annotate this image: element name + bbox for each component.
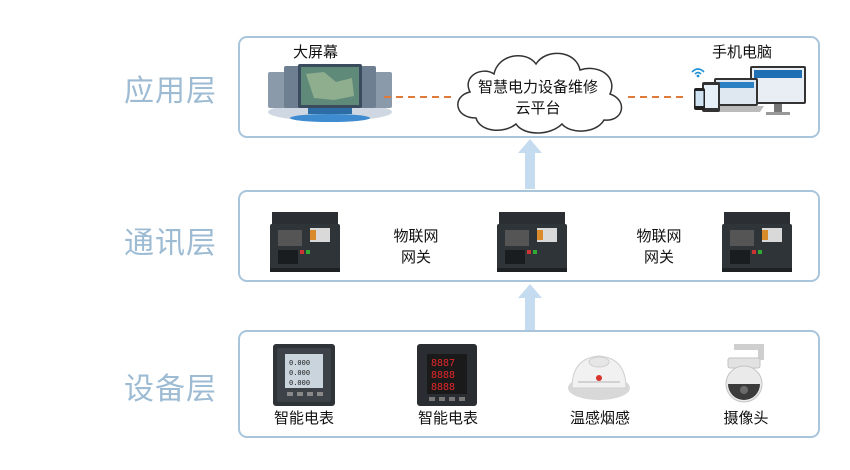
comm-layer-label: 通讯层 <box>124 226 217 261</box>
svg-text:8887: 8887 <box>431 358 455 369</box>
cloud-line-2: 云平台 <box>515 99 561 117</box>
app-layer-label: 应用层 <box>124 74 217 109</box>
svg-text:0.000: 0.000 <box>289 359 310 367</box>
svg-text:8888: 8888 <box>431 370 455 381</box>
arrow-up-icon <box>518 139 542 189</box>
camera-icon <box>725 344 764 403</box>
gateway-1-label: 物联网 网关 <box>384 225 448 267</box>
dashed-connector <box>384 96 454 98</box>
mobile-pc-icon <box>691 66 806 115</box>
big-screen-label: 大屏幕 <box>293 43 339 61</box>
smart-meter-lcd-icon: 0.000 0.000 0.000 <box>273 344 335 406</box>
gateway-device-icon <box>270 212 340 272</box>
smoke-label: 温感烟感 <box>569 409 630 427</box>
arrow-up-icon <box>518 284 542 330</box>
camera-label: 摄像头 <box>723 409 769 427</box>
gateway-1-line-2: 网关 <box>400 248 431 266</box>
big-screen-icon <box>268 64 392 122</box>
dashed-connector <box>628 96 686 98</box>
mobile-pc-label: 手机电脑 <box>712 43 773 61</box>
device-layer-panel <box>238 330 820 438</box>
meter-1-label: 智能电表 <box>273 409 334 427</box>
meter-2-label: 智能电表 <box>417 409 478 427</box>
smoke-detector-icon <box>568 355 630 400</box>
gateway-2-label: 物联网 网关 <box>627 225 691 267</box>
gateway-2-line-2: 网关 <box>643 248 674 266</box>
cloud-line-1: 智慧电力设备维修 <box>477 78 598 96</box>
device-layer-label: 设备层 <box>124 372 217 407</box>
gateway-device-icon <box>722 212 792 272</box>
gateway-2-line-1: 物联网 <box>636 227 682 245</box>
cloud-icon <box>457 52 623 134</box>
svg-text:8888: 8888 <box>431 382 455 393</box>
svg-text:0.000: 0.000 <box>289 369 310 377</box>
svg-text:0.000: 0.000 <box>289 379 310 387</box>
gateway-device-icon <box>497 212 567 272</box>
cloud-platform-title: 智慧电力设备维修 云平台 <box>456 76 620 118</box>
smart-meter-led-icon: 8887 8888 8888 <box>417 344 477 406</box>
gateway-1-line-1: 物联网 <box>393 227 439 245</box>
